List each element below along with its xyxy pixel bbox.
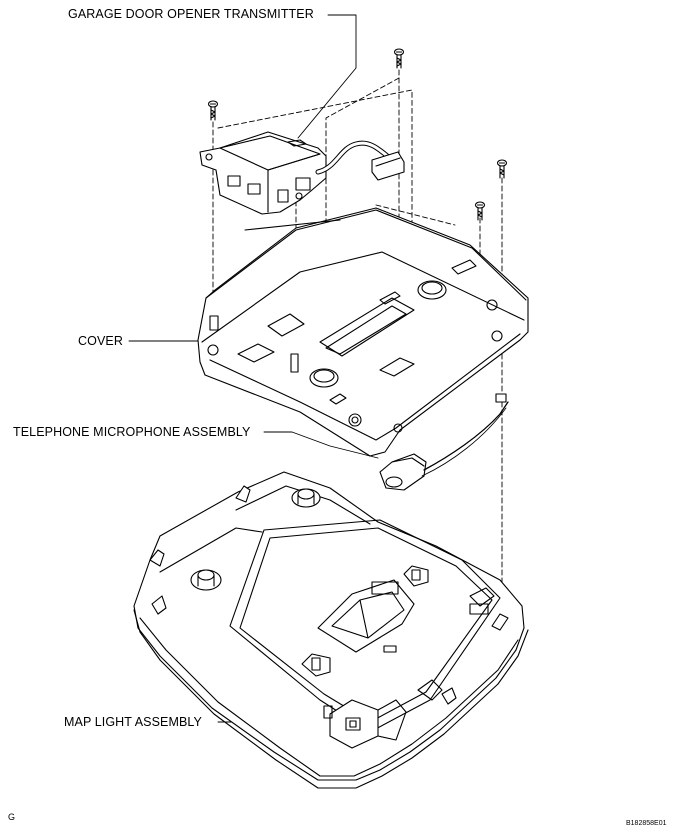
corner-letter: G — [8, 812, 16, 822]
label-map-light-assembly: MAP LIGHT ASSEMBLY — [64, 715, 202, 729]
bulb-socket-top — [291, 488, 321, 508]
bulb-socket-left — [190, 569, 222, 591]
map-light-assembly — [133, 471, 529, 789]
telephone-microphone-assembly — [379, 393, 509, 491]
label-garage-door-opener-transmitter: GARAGE DOOR OPENER TRANSMITTER — [68, 7, 314, 21]
screw-right-upper — [496, 159, 508, 179]
label-telephone-microphone-assembly: TELEPHONE MICROPHONE ASSEMBLY — [13, 425, 251, 439]
screw-top-left — [207, 100, 219, 121]
cover-panel — [197, 207, 529, 457]
figure-code: B182858E01 — [626, 820, 667, 827]
bulb-socket-bottom — [301, 653, 331, 677]
screw-top-center — [393, 48, 405, 69]
screw-right-lower — [474, 201, 486, 221]
label-cover: COVER — [78, 334, 123, 348]
bulb-socket-right — [403, 565, 429, 587]
garage-door-opener-transmitter — [199, 131, 405, 215]
